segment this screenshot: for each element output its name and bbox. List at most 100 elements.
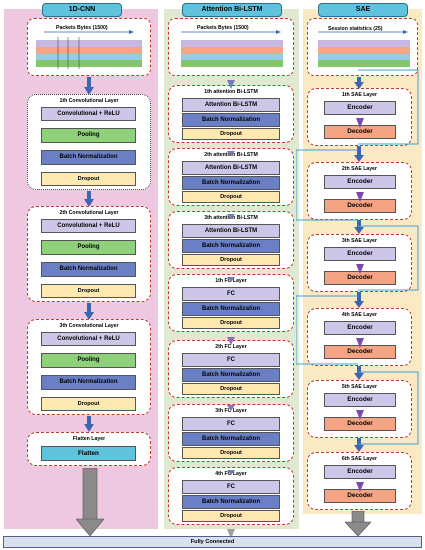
encoder-block: Encoder [324, 465, 396, 479]
lstm-input-label: Packets Bytes (1500) [197, 25, 249, 31]
down-arrow-icon [84, 77, 94, 100]
input-arrow-icon [318, 21, 408, 34]
main-block: Attention Bi-LSTM [182, 98, 280, 112]
skip-connection-lines [296, 69, 419, 445]
down-arrow-icon [356, 261, 364, 279]
dropout-block: Dropout [41, 397, 136, 411]
bar-dividers [57, 37, 80, 69]
conv-relu-block: Convolutional + ReLU [41, 107, 136, 121]
layer-title: 2th SAE Layer [341, 166, 378, 172]
batch-norm-block: Batch Normalization [182, 368, 280, 382]
gray-down-arrow-icon [75, 467, 105, 541]
layer-title: 1th attention Bi-LSTM [204, 89, 258, 95]
down-arrow-icon [226, 206, 236, 224]
gray-down-arrow-icon [344, 510, 372, 541]
layer-title: 3th Convolutional Layer [59, 323, 119, 329]
dropout-block: Dropout [182, 510, 280, 522]
down-arrow-icon [84, 303, 94, 325]
fully-connected-block: Fully Connected [3, 536, 422, 548]
down-arrow-icon [226, 269, 236, 287]
sae-input-box: Session statistics (25) [307, 18, 418, 76]
input-arrow-icon [44, 21, 134, 34]
down-arrow-icon [356, 189, 364, 207]
lstm-column-header: Attention Bi-LSTM [182, 3, 282, 17]
main-block: FC [182, 287, 280, 301]
dropout-block: Dropout [182, 191, 280, 203]
main-block: FC [182, 480, 280, 494]
encoder-block: Encoder [324, 175, 396, 189]
dropout-block: Dropout [182, 383, 280, 395]
encoder-block: Encoder [324, 321, 396, 335]
encoder-block: Encoder [324, 247, 396, 261]
batch-norm-block: Batch Normalization [41, 375, 136, 390]
layer-title: 2th Convolutional Layer [59, 210, 119, 216]
down-arrow-icon [226, 398, 236, 416]
pooling-block: Pooling [41, 240, 136, 255]
encoder-block: Encoder [324, 101, 396, 115]
main-block: Attention Bi-LSTM [182, 224, 280, 238]
packet-bytes-bars [36, 40, 142, 67]
dropout-block: Dropout [182, 447, 280, 459]
dropout-block: Dropout [182, 254, 280, 266]
down-arrow-icon [226, 332, 236, 350]
batch-norm-block: Batch Normalization [182, 495, 280, 509]
cnn-input-label: Packets Bytes (1500) [56, 25, 108, 31]
down-arrow-icon [356, 335, 364, 353]
session-stats-bars [318, 40, 410, 67]
flatten-layer: Flatten Layer Flatten [27, 432, 151, 466]
main-block: FC [182, 417, 280, 431]
down-arrow-icon [354, 220, 364, 239]
conv-relu-block: Convolutional + ReLU [41, 219, 136, 233]
input-arrow-icon [181, 21, 281, 34]
decoder-block: Decoder [324, 345, 396, 359]
batch-norm-block: Batch Normalization [182, 432, 280, 446]
cnn-layer-3: 3th Convolutional Layer Convolutional + … [27, 319, 151, 415]
cnn-layer-1: 1th Convolutional Layer Convolutional + … [27, 94, 151, 190]
layer-title: Flatten Layer [72, 436, 106, 442]
encoder-block: Encoder [324, 393, 396, 407]
down-arrow-icon [84, 191, 94, 212]
lstm-input-box: Packets Bytes (1500) [168, 18, 294, 76]
down-arrow-icon [354, 76, 364, 94]
main-block: FC [182, 353, 280, 367]
batch-norm-block: Batch Normalization [182, 176, 280, 190]
batch-norm-block: Batch Normalization [182, 239, 280, 253]
down-arrow-icon [84, 416, 94, 437]
batch-norm-block: Batch Normalization [182, 113, 280, 127]
down-arrow-icon [354, 366, 364, 385]
packet-bytes-bars [181, 40, 283, 67]
layer-title: 2th FC Layer [215, 344, 247, 350]
layer-title: 1th SAE Layer [341, 92, 378, 98]
main-block: Attention Bi-LSTM [182, 161, 280, 175]
batch-norm-block: Batch Normalization [182, 302, 280, 316]
layer-title: 3th SAE Layer [341, 238, 378, 244]
cnn-column-header: 1D-CNN [42, 3, 122, 17]
layer-title: 6th SAE Layer [341, 456, 378, 462]
layer-title: 5th SAE Layer [341, 384, 378, 390]
dropout-block: Dropout [41, 172, 136, 186]
down-arrow-icon [356, 115, 364, 133]
layer-title: 4th SAE Layer [341, 312, 378, 318]
dropout-block: Dropout [182, 317, 280, 329]
sae-input-label: Session statistics (25) [328, 26, 383, 32]
down-arrow-icon [354, 146, 364, 167]
down-arrow-icon [226, 76, 236, 94]
batch-norm-block: Batch Normalization [41, 150, 136, 165]
pooling-block: Pooling [41, 128, 136, 143]
layer-title: 1th Convolutional Layer [59, 98, 119, 104]
layer-title: 3th FC Layer [215, 408, 247, 414]
cnn-input-box: Packets Bytes (1500) [27, 18, 151, 76]
down-arrow-icon [226, 526, 236, 544]
down-arrow-icon [226, 143, 236, 161]
